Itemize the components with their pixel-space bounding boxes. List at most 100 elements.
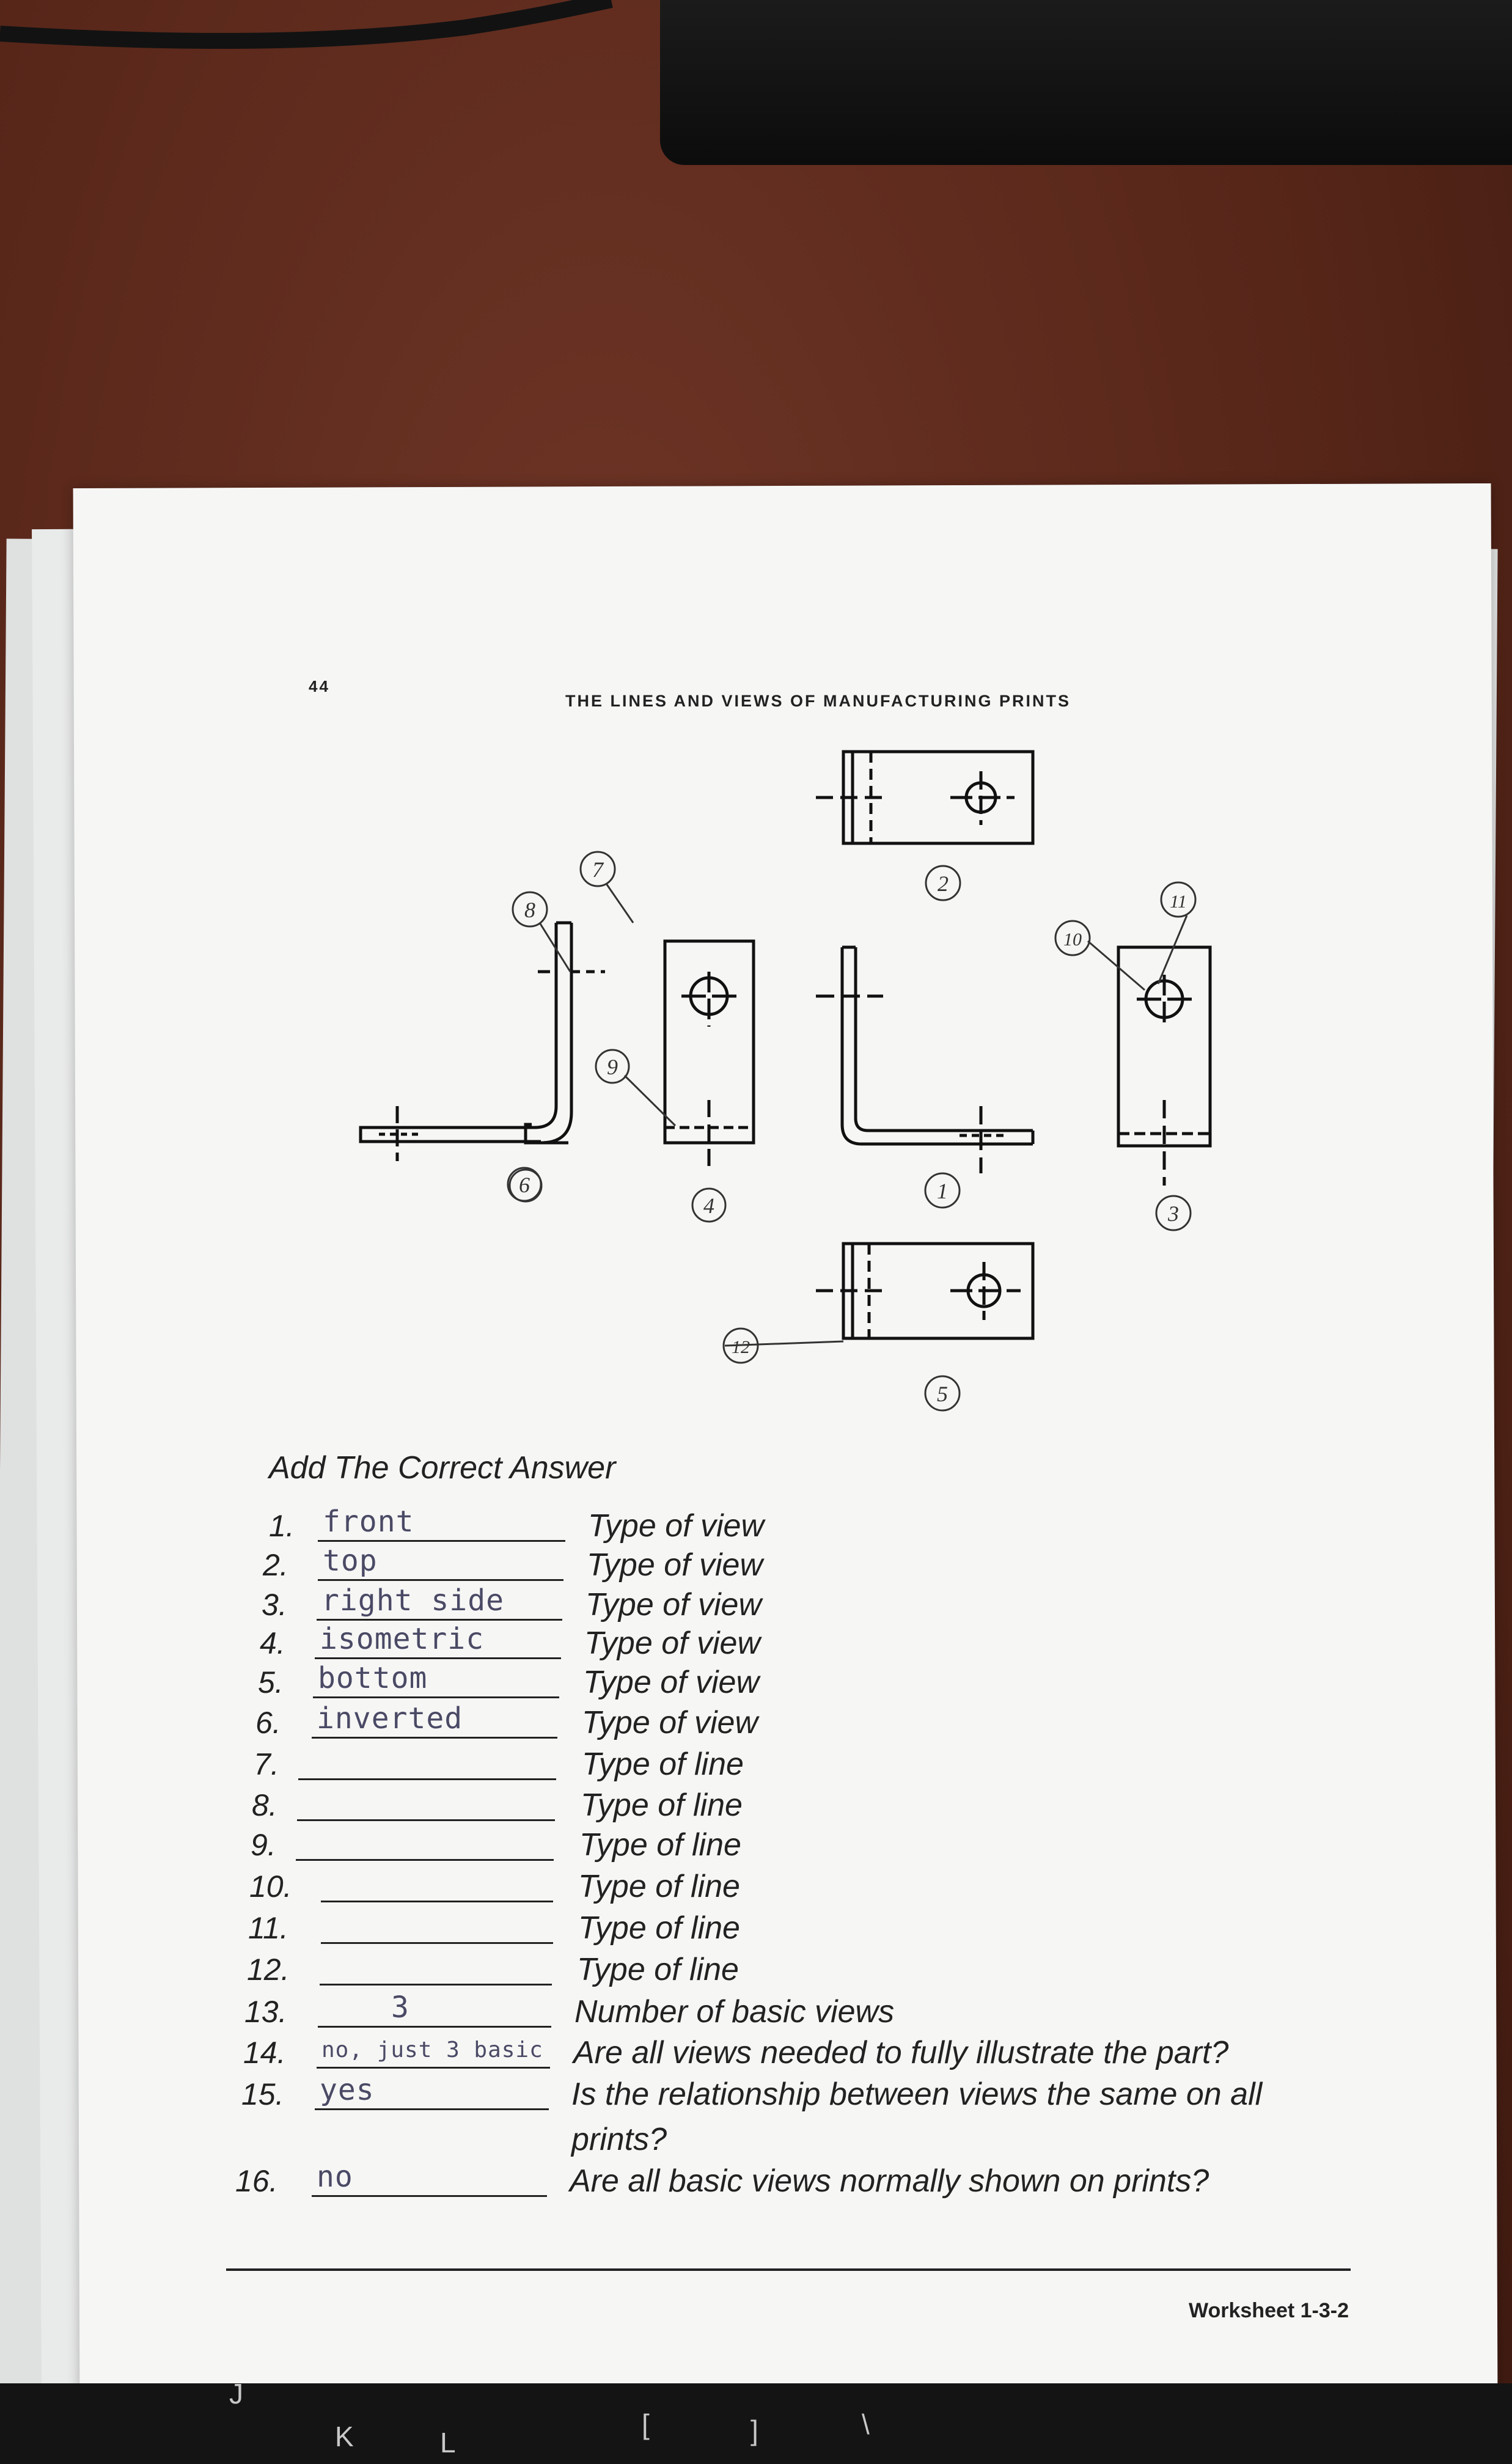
- callout-10-label: 10: [1063, 930, 1082, 950]
- answer-blank-line[interactable]: [321, 1901, 553, 1902]
- answer-blank-line[interactable]: [313, 1696, 559, 1698]
- question-number: 9.: [251, 1828, 276, 1862]
- question-number: 7.: [254, 1747, 279, 1781]
- answer-blank-line[interactable]: [317, 2067, 550, 2069]
- front-view-outer: [840, 947, 1033, 1146]
- callout-3-ring: [1155, 1195, 1192, 1231]
- technical-drawing: 6 7 8 4 9 2 1 11 10 3 12 5: [359, 750, 1212, 1412]
- handwritten-answer: no, just 3 basic: [321, 2037, 543, 2062]
- handwritten-answer: front: [323, 1505, 414, 1539]
- question-text: Type of line: [578, 1869, 740, 1904]
- question-text: Type of view: [585, 1587, 762, 1623]
- handwritten-answer: right side: [321, 1583, 504, 1618]
- callout-5-label: 5: [937, 1382, 948, 1406]
- question-number: 13.: [244, 1995, 287, 2029]
- answer-blank-line[interactable]: [320, 1984, 552, 1986]
- question-text: Type of view: [584, 1626, 761, 1661]
- callout-7-ring: [579, 851, 616, 887]
- key-l: L: [440, 2427, 456, 2458]
- answer-blank-line[interactable]: [321, 1942, 553, 1944]
- callout-12-label: 12: [732, 1337, 750, 1357]
- question-number: 5.: [258, 1665, 284, 1700]
- left-view-bend: [540, 923, 573, 1145]
- callout-5-ring: [924, 1375, 961, 1412]
- answer-blank-line[interactable]: [312, 1737, 557, 1739]
- leader-10: [1087, 940, 1145, 991]
- question-text: Number of basic views: [574, 1994, 895, 2030]
- answer-blank-line[interactable]: [318, 1540, 565, 1542]
- question-text: Type of view: [583, 1665, 760, 1700]
- answer-blank-line[interactable]: [315, 1657, 561, 1659]
- key-bracket-open: [: [642, 2408, 650, 2440]
- question-number: 15.: [241, 2077, 284, 2111]
- callout-circles: [507, 851, 1197, 1412]
- answer-blank-line[interactable]: [312, 2195, 547, 2197]
- laptop-device: [660, 0, 1512, 165]
- callout-2-label: 2: [938, 871, 949, 896]
- callout-11-label: 11: [1170, 892, 1187, 912]
- question-text: Are all views needed to fully illustrate…: [573, 2035, 1229, 2070]
- callout-6-label: 6: [519, 1173, 530, 1197]
- handwritten-answer: no: [317, 2160, 353, 2194]
- question-text: Type of line: [579, 1827, 741, 1863]
- question-text: Type of view: [587, 1547, 763, 1583]
- question-number: 11.: [248, 1911, 288, 1945]
- key-bracket-close: ]: [750, 2414, 758, 2446]
- handwritten-answer: yes: [320, 2073, 375, 2107]
- worksheet-label: Worksheet 1-3-2: [1189, 2299, 1349, 2322]
- callout-8-label: 8: [524, 898, 535, 922]
- answer-blank-line[interactable]: [317, 1619, 562, 1621]
- answer-blank-line[interactable]: [297, 1819, 555, 1821]
- callout-12-ring: [722, 1327, 759, 1364]
- callout-1-label: 1: [937, 1179, 948, 1203]
- key-j: J: [229, 2378, 243, 2410]
- callout-7-label: 7: [592, 857, 604, 882]
- handwritten-answer: 3: [391, 1990, 409, 2025]
- question-number: 16.: [235, 2164, 278, 2198]
- question-number: 3.: [262, 1588, 287, 1622]
- question-number: 14.: [243, 2036, 286, 2070]
- callout-9-label: 9: [607, 1055, 618, 1079]
- question-text: Type of view: [588, 1508, 765, 1544]
- answer-blank-line[interactable]: [318, 2026, 551, 2028]
- key-backslash: \: [862, 2408, 870, 2440]
- leader-8: [538, 922, 571, 972]
- question-number: 12.: [247, 1953, 290, 1987]
- question-text: Type of line: [577, 1952, 739, 1987]
- callout-4-label: 4: [703, 1194, 714, 1218]
- question-text: Is the relationship between views the sa…: [571, 2077, 1263, 2157]
- answer-blank-line[interactable]: [315, 2108, 549, 2110]
- keyboard-edge: J K L [ ] \: [0, 2378, 1512, 2464]
- callout-8-circle: [512, 891, 548, 928]
- view-4-outline: [663, 939, 755, 1145]
- callout-4-ring: [691, 1187, 727, 1223]
- question-number: 8.: [252, 1788, 277, 1822]
- handwritten-answer: top: [323, 1544, 378, 1578]
- leader-12: [724, 1340, 844, 1347]
- cable: [0, 0, 613, 49]
- question-text: Type of line: [582, 1747, 744, 1782]
- callout-2-ring: [925, 865, 961, 901]
- footer-rule: [226, 2268, 1351, 2271]
- callout-9-ring: [595, 1049, 630, 1084]
- callout-1-ring: [924, 1172, 961, 1209]
- answer-blank-line[interactable]: [298, 1778, 556, 1780]
- handwritten-answer: inverted: [317, 1701, 463, 1736]
- question-number: 6.: [255, 1706, 281, 1740]
- question-number: 4.: [260, 1626, 285, 1660]
- section-title: Add The Correct Answer: [269, 1450, 616, 1486]
- leader-11: [1157, 915, 1188, 985]
- question-text: Type of view: [582, 1705, 758, 1740]
- callout-10-ring: [1054, 920, 1091, 956]
- answer-blank-line[interactable]: [296, 1859, 554, 1861]
- handwritten-answer: bottom: [318, 1661, 428, 1695]
- leader-7: [605, 883, 634, 923]
- handwritten-answer: isometric: [320, 1622, 485, 1656]
- question-text: Type of line: [578, 1910, 740, 1946]
- question-number: 10.: [249, 1869, 292, 1904]
- answer-blank-line[interactable]: [318, 1579, 563, 1581]
- question-number: 2.: [263, 1548, 288, 1582]
- right-view-outline: [1117, 945, 1212, 1148]
- question-text: Type of line: [581, 1788, 743, 1823]
- question-text: Are all basic views normally shown on pr…: [570, 2163, 1209, 2199]
